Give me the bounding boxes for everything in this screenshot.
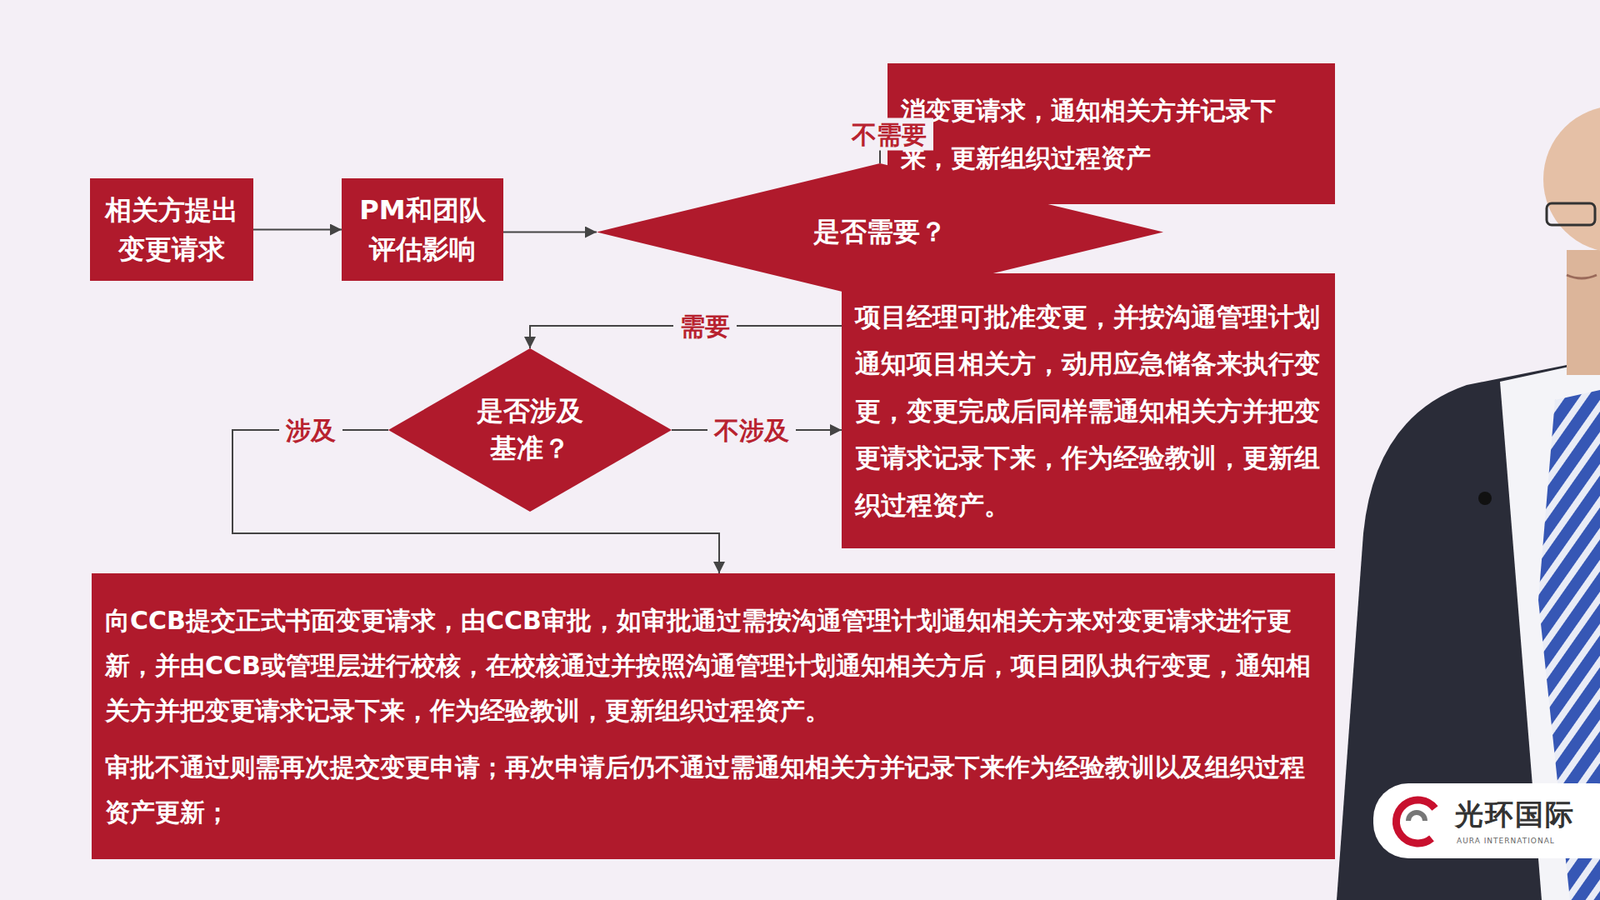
node-text: PM和团队 评估影响	[352, 190, 493, 269]
lapel-mic	[1478, 491, 1492, 505]
diamond-outline	[388, 348, 672, 512]
node-note: 审批不通过则需再次提交变更申请；再次申请后仍不通过需通知相关方并记录下来作为经验…	[105, 745, 1322, 835]
mouth	[1566, 275, 1597, 279]
logo-badge	[1373, 783, 1600, 859]
ccb-process-box: 向CCB提交正式书面变更请求，由CCB审批，如审批通过需按沟通管理计划通知相关方…	[91, 573, 1335, 860]
logo-subtitle: AURA INTERNATIONAL	[1456, 836, 1555, 845]
process-box: PM和团队 评估影响	[341, 178, 504, 281]
neck	[1566, 250, 1600, 375]
edge-label: 不需要	[845, 117, 934, 150]
node-text: 消变更请求，通知相关方并记录下来，更新组织过程资产	[900, 86, 1322, 182]
edge-label: 不涉及	[707, 414, 796, 447]
edge-label: 需要	[673, 310, 737, 343]
head	[1543, 105, 1600, 253]
node-text: 项目经理可批准变更，并按沟通管理计划通知项目相关方，动用应急储备来执行变更，变更…	[855, 293, 1322, 529]
node-text: 相关方提出 变更请求	[101, 190, 242, 269]
outcome-box: 项目经理可批准变更，并按沟通管理计划通知项目相关方，动用应急储备来执行变更，变更…	[841, 273, 1335, 549]
edge-label: 涉及	[279, 414, 343, 447]
logo-text: 光环国际	[1455, 795, 1575, 835]
logo-swirl	[1395, 800, 1435, 844]
diamond-fill	[388, 348, 672, 512]
flow-arrow	[530, 300, 880, 349]
node-text: 是否涉及 基准？	[471, 392, 590, 468]
flow-arrow	[253, 229, 342, 231]
glasses	[1546, 203, 1595, 225]
logo-swirl-inner	[1408, 812, 1425, 821]
flow-arrow	[503, 231, 597, 234]
node-text: 向CCB提交正式书面变更请求，由CCB审批，如审批通过需按沟通管理计划通知相关方…	[105, 598, 1322, 734]
node-text: 是否需要？	[596, 213, 1164, 251]
outcome-box: 消变更请求，通知相关方并记录下来，更新组织过程资产	[887, 63, 1335, 205]
decision-diamond: 是否涉及 基准？	[388, 348, 672, 512]
process-box: 相关方提出 变更请求	[90, 178, 254, 281]
